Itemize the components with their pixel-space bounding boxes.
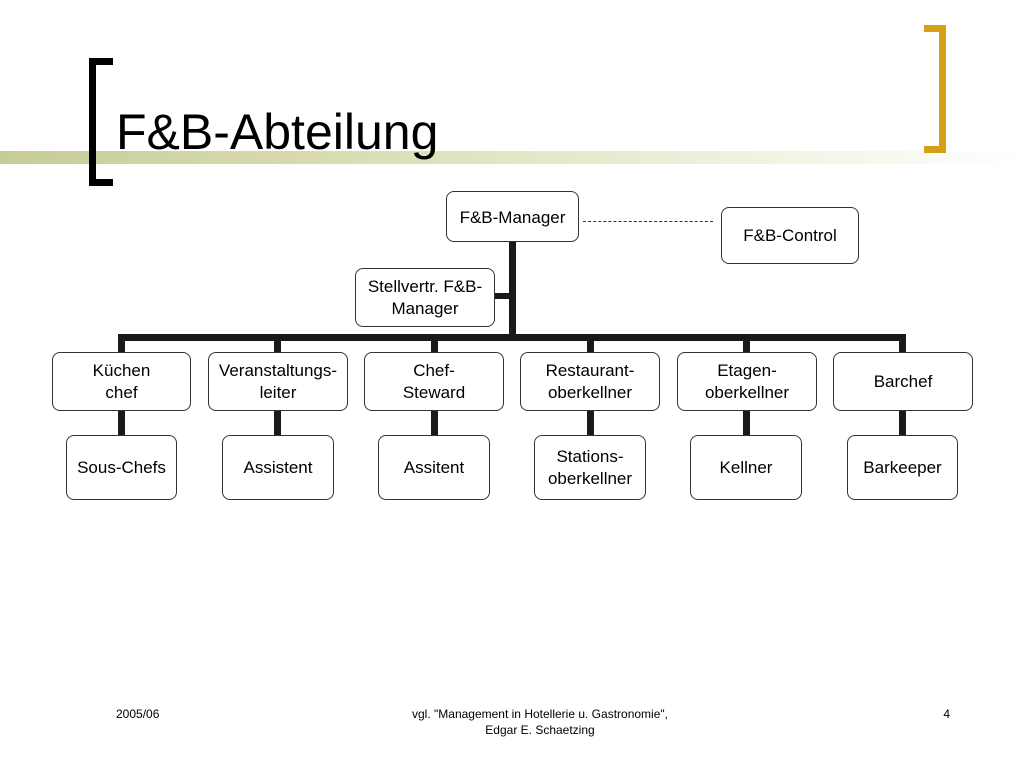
connector-sub-4 xyxy=(587,410,594,436)
footer-page-number: 4 xyxy=(943,707,950,721)
connector-manager-trunk xyxy=(509,241,516,337)
node-barchef: Barchef xyxy=(833,352,973,411)
connector-sub-2 xyxy=(274,410,281,436)
connector-drop-restaurantoberkellner xyxy=(587,334,594,353)
connector-drop-etagenoberkellner xyxy=(743,334,750,353)
connector-deputy xyxy=(494,293,510,299)
connector-horizontal-bus xyxy=(118,334,906,341)
node-sous-chefs: Sous-Chefs xyxy=(66,435,177,500)
node-deputy-manager: Stellvertr. F&B- Manager xyxy=(355,268,495,327)
node-fb-manager: F&B-Manager xyxy=(446,191,579,242)
node-fb-control: F&B-Control xyxy=(721,207,859,264)
connector-drop-barchef xyxy=(899,334,906,353)
node-assitent: Assitent xyxy=(378,435,490,500)
node-veranstaltungsleiter: Veranstaltungs- leiter xyxy=(208,352,348,411)
node-stationsoberkellner: Stations- oberkellner xyxy=(534,435,646,500)
footer-date: 2005/06 xyxy=(116,707,160,721)
dashed-connector-control xyxy=(583,221,713,222)
title-band xyxy=(0,151,1024,164)
connector-sub-6 xyxy=(899,410,906,436)
node-restaurantoberkellner: Restaurant- oberkellner xyxy=(520,352,660,411)
node-etagenoberkellner: Etagen- oberkellner xyxy=(677,352,817,411)
connector-drop-chef-steward xyxy=(431,334,438,353)
footer-source: vgl. "Management in Hotellerie u. Gastro… xyxy=(412,707,668,737)
node-kuechenchef: Küchen chef xyxy=(52,352,191,411)
connector-sub-1 xyxy=(118,410,125,436)
connector-drop-kuechenchef xyxy=(118,334,125,353)
connector-sub-5 xyxy=(743,410,750,436)
connector-sub-3 xyxy=(431,410,438,436)
node-kellner: Kellner xyxy=(690,435,802,500)
slide-title: F&B-Abteilung xyxy=(116,104,439,160)
left-bracket-decoration xyxy=(89,58,113,186)
node-barkeeper: Barkeeper xyxy=(847,435,958,500)
right-bracket-decoration xyxy=(924,25,946,153)
connector-drop-veranstaltungsleiter xyxy=(274,334,281,353)
node-chef-steward: Chef- Steward xyxy=(364,352,504,411)
node-assistent: Assistent xyxy=(222,435,334,500)
